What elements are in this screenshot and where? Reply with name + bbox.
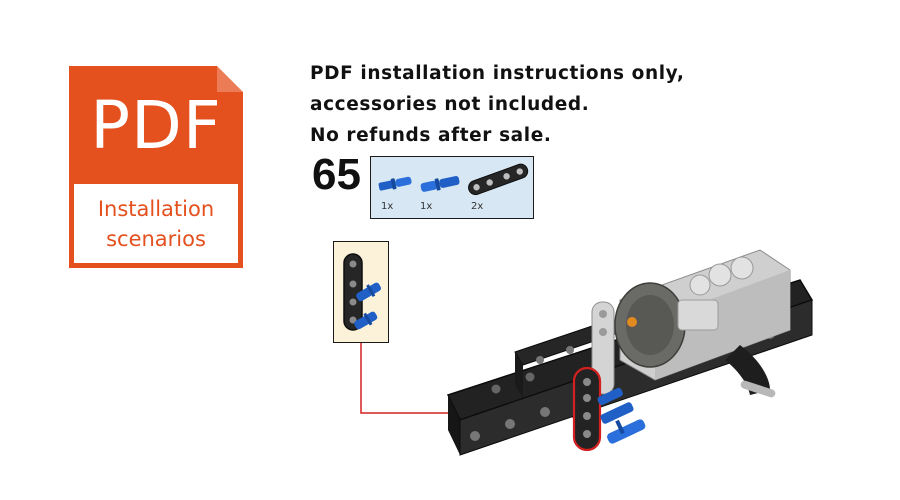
notice-line-1: PDF installation instructions only, xyxy=(310,63,685,84)
callout-subassembly-box xyxy=(333,241,389,343)
notice-text: PDF installation instructions only, acce… xyxy=(310,58,685,151)
caption-line-2: scenarios xyxy=(106,226,206,251)
highlighted-subassembly xyxy=(572,366,646,452)
parts-list-box: 1x 1x 2x xyxy=(370,156,534,219)
pdf-label: PDF xyxy=(90,87,222,164)
pdf-caption: Installation scenarios xyxy=(74,184,238,263)
part-qty: 1x xyxy=(381,201,394,212)
parts-illustration xyxy=(378,163,529,196)
black-liftarm-icon xyxy=(468,163,529,196)
gray-liftarm xyxy=(591,301,615,395)
motor-block xyxy=(614,249,791,381)
subassembly-illustration xyxy=(343,253,381,331)
pdf-badge: PDF Installation scenarios xyxy=(69,66,243,268)
step-number: 65 xyxy=(312,150,361,199)
part-qty: 1x xyxy=(420,201,433,212)
notice-line-3: No refunds after sale. xyxy=(310,125,552,146)
caption-line-1: Installation xyxy=(97,196,215,221)
blue-axle-pin-icon xyxy=(420,176,460,192)
notice-line-2: accessories not included. xyxy=(310,94,590,115)
part-qty: 2x xyxy=(471,201,484,212)
blue-axle-pin-icon xyxy=(378,176,412,191)
